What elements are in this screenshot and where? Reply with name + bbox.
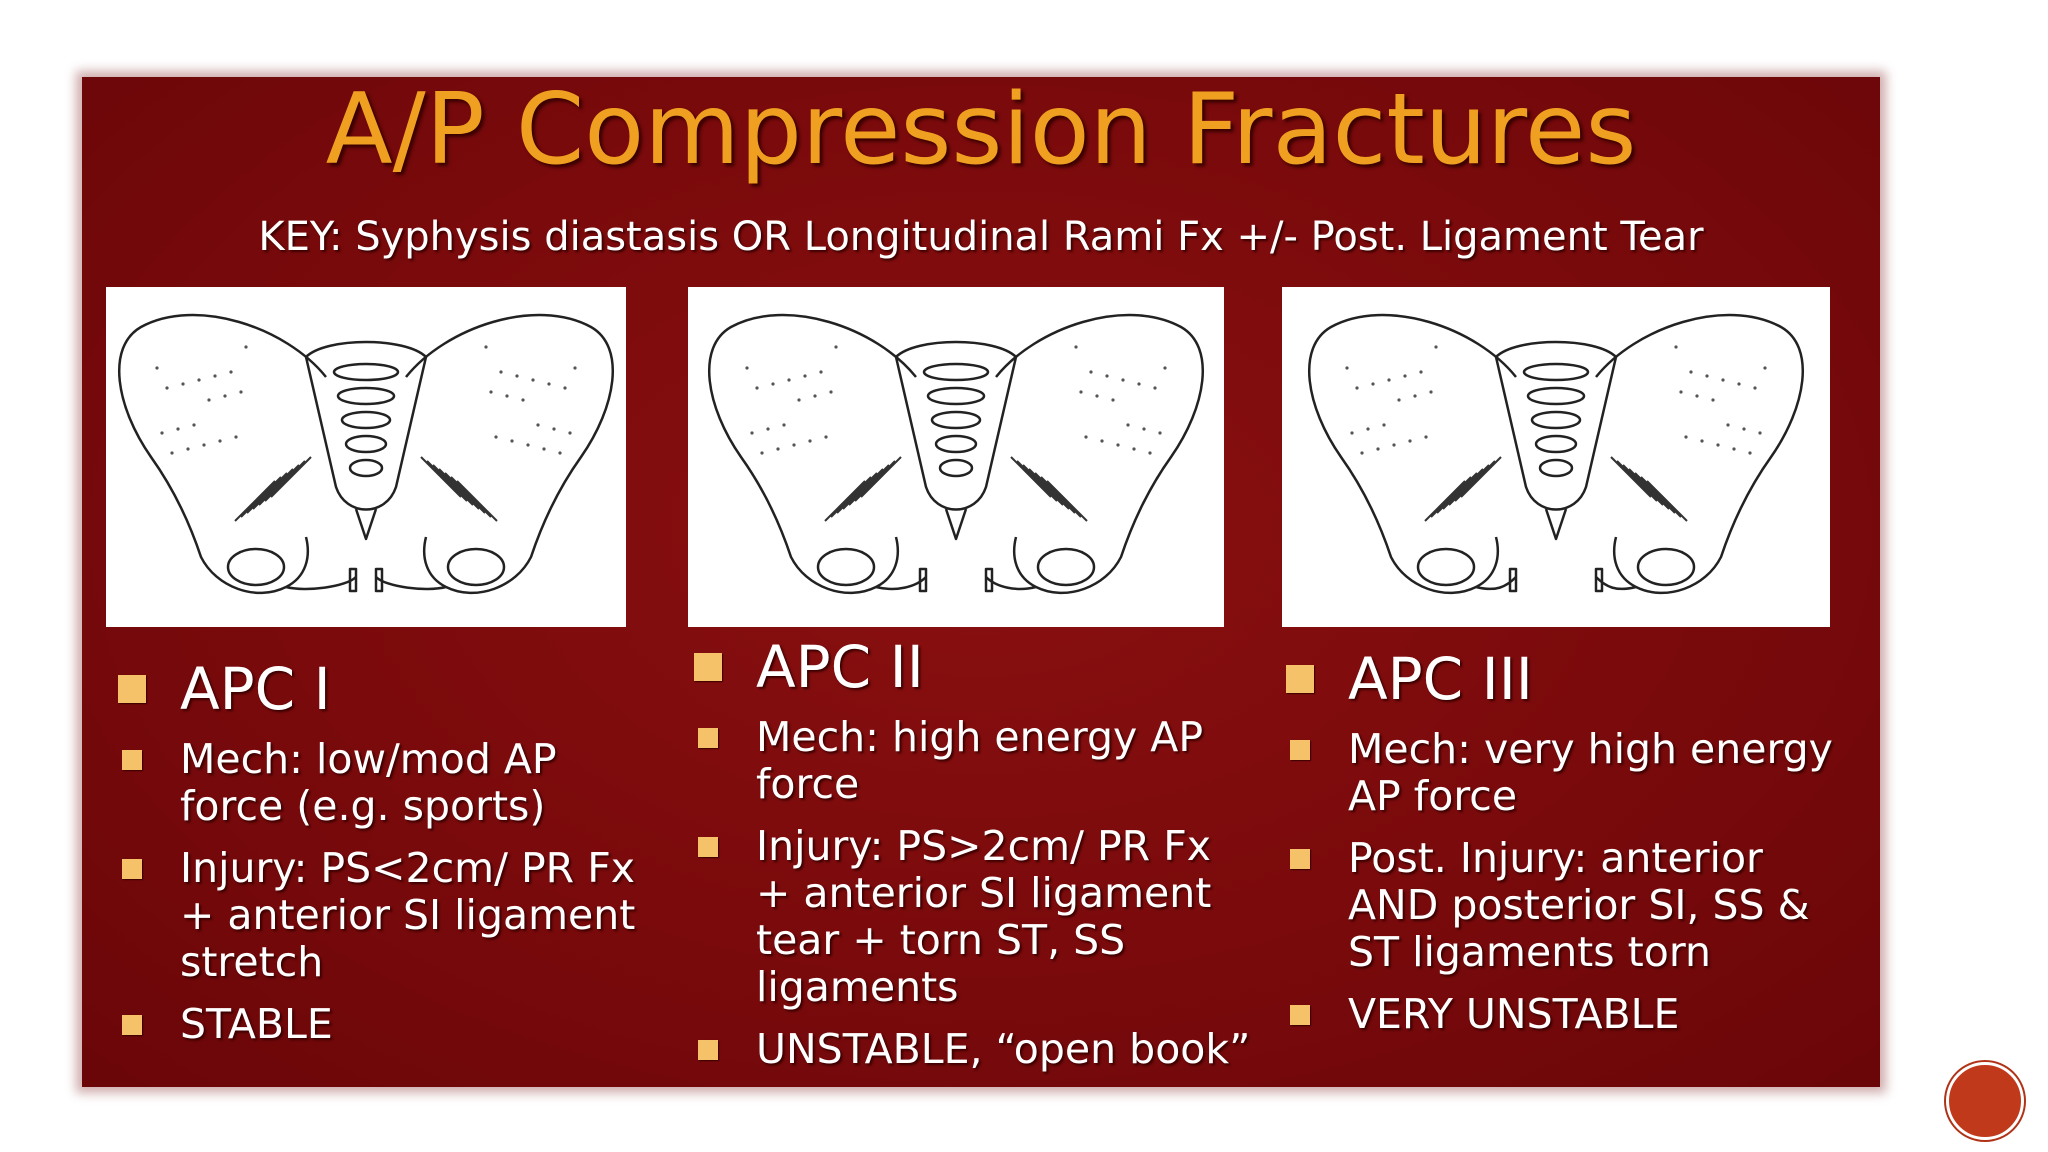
column-apc3: APC III Mech: very high energy AP force … (1286, 645, 1846, 1038)
slide: A/P Compression Fractures KEY: Syphysis … (82, 77, 1880, 1087)
pelvis-apc3-image (1282, 287, 1830, 627)
slide-nav-button[interactable] (1946, 1062, 2024, 1140)
bullet-square-icon (698, 837, 718, 857)
bullet-square-icon (118, 675, 146, 703)
bullet-square-icon (698, 1040, 718, 1060)
bullet-list: Mech: high energy AP force Injury: PS>2c… (694, 714, 1254, 1073)
heading-text: APC III (1348, 645, 1533, 713)
list-item: Mech: high energy AP force (694, 714, 1254, 808)
list-item: Mech: low/mod AP force (e.g. sports) (118, 736, 658, 830)
bullet-list: Mech: very high energy AP force Post. In… (1286, 726, 1846, 1038)
bullet-square-icon (122, 859, 142, 879)
list-item: Injury: PS<2cm/ PR Fx + anterior SI liga… (118, 845, 658, 986)
bullet-square-icon (122, 1015, 142, 1035)
list-item: Post. Injury: anterior AND posterior SI,… (1286, 835, 1846, 976)
bullet-square-icon (694, 653, 722, 681)
list-item: STABLE (118, 1001, 658, 1048)
heading-text: APC I (180, 655, 331, 723)
bullet-square-icon (1290, 740, 1310, 760)
pelvis-apc1-image (106, 287, 626, 627)
bullet-square-icon (122, 750, 142, 770)
list-item: VERY UNSTABLE (1286, 991, 1846, 1038)
key-text: KEY: Syphysis diastasis OR Longitudinal … (258, 214, 1704, 260)
column-apc2: APC II Mech: high energy AP force Injury… (694, 633, 1254, 1073)
column-apc1: APC I Mech: low/mod AP force (e.g. sport… (118, 655, 658, 1048)
list-item: UNSTABLE, “open book” (694, 1026, 1254, 1073)
list-item: Mech: very high energy AP force (1286, 726, 1846, 820)
heading-apc2: APC II (694, 633, 1254, 701)
pelvis-apc2-image (688, 287, 1224, 627)
slide-title: A/P Compression Fractures (325, 77, 1637, 187)
bullet-square-icon (698, 728, 718, 748)
heading-apc3: APC III (1286, 645, 1846, 713)
heading-apc1: APC I (118, 655, 658, 723)
bullet-square-icon (1290, 1005, 1310, 1025)
heading-text: APC II (756, 633, 924, 701)
bullet-square-icon (1290, 849, 1310, 869)
bullet-list: Mech: low/mod AP force (e.g. sports) Inj… (118, 736, 658, 1048)
bullet-square-icon (1286, 665, 1314, 693)
list-item: Injury: PS>2cm/ PR Fx + anterior SI liga… (694, 823, 1254, 1011)
